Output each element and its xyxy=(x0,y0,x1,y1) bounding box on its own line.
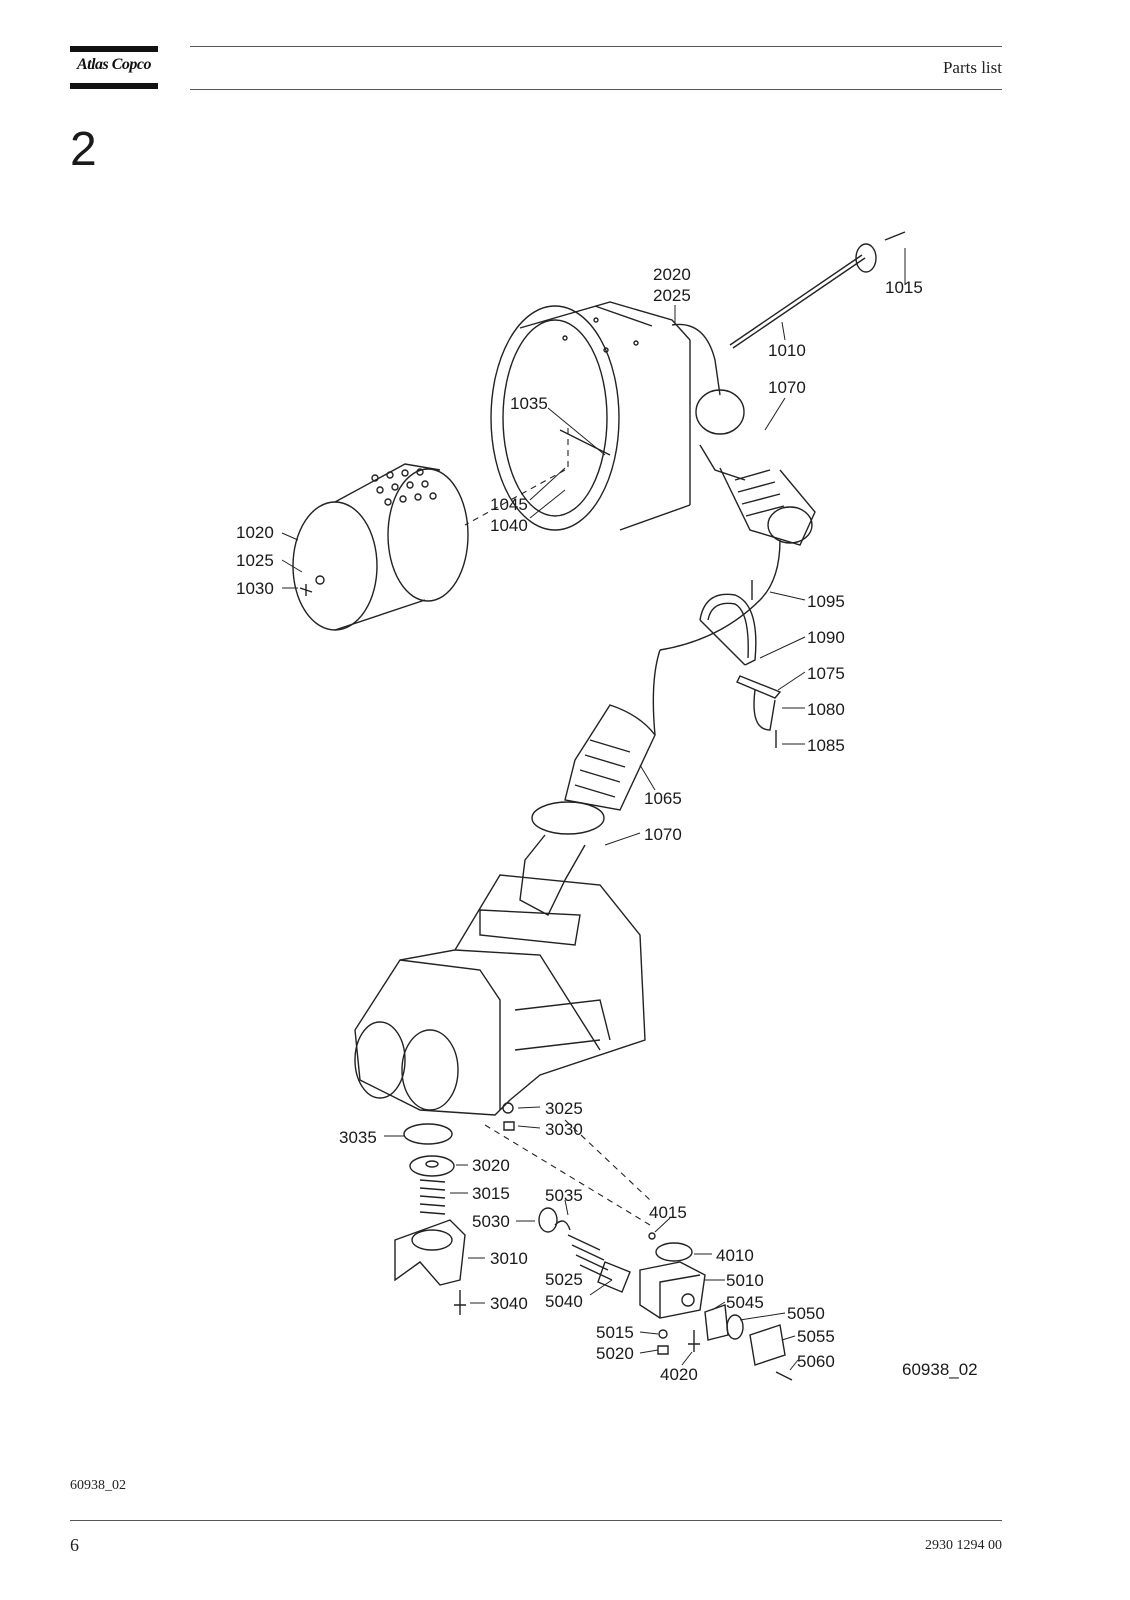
part-label: 3025 xyxy=(545,1099,583,1118)
part-label: 5050 xyxy=(787,1304,825,1323)
part-label: 1040 xyxy=(490,516,528,535)
part-label: 1015 xyxy=(885,278,923,297)
part-label: 1080 xyxy=(807,700,845,719)
part-label: 1020 xyxy=(236,523,274,542)
part-label: 5060 xyxy=(797,1352,835,1371)
part-label: 3010 xyxy=(490,1249,528,1268)
logo-text: Atlas Copco xyxy=(76,56,152,73)
part-label: 5040 xyxy=(545,1292,583,1311)
part-label: 1030 xyxy=(236,579,274,598)
figure-id: 60938_02 xyxy=(902,1360,978,1379)
part-label: 1075 xyxy=(807,664,845,683)
part-label: 1070 xyxy=(768,378,806,397)
part-label: 3015 xyxy=(472,1184,510,1203)
part-label: 5030 xyxy=(472,1212,510,1231)
part-label: 1085 xyxy=(807,736,845,755)
part-label: 5020 xyxy=(596,1344,634,1363)
part-label: 2025 xyxy=(653,286,691,305)
header-top-rule xyxy=(190,46,1002,47)
part-label: 4015 xyxy=(649,1203,687,1222)
leader-lines xyxy=(281,248,906,1371)
part-label: 1070 xyxy=(644,825,682,844)
alignment-lines xyxy=(464,428,651,1226)
document-number: 2930 1294 00 xyxy=(925,1538,1002,1553)
page-number: 6 xyxy=(70,1535,79,1555)
filter-element xyxy=(292,463,469,631)
upper-hose xyxy=(659,467,816,651)
part-label: 3035 xyxy=(339,1128,377,1147)
page-title: Parts list xyxy=(942,58,1002,77)
part-label: 1090 xyxy=(807,628,845,647)
logo-top-bar xyxy=(70,46,158,52)
section-number: 2 xyxy=(70,123,97,176)
logo-bottom-bar xyxy=(70,83,158,89)
header-bottom-rule xyxy=(190,89,1002,90)
part-label: 1035 xyxy=(510,394,548,413)
part-label: 3040 xyxy=(490,1294,528,1313)
part-label: 2020 xyxy=(653,265,691,284)
part-labels: 2020 2025 1015 1010 1070 1035 1045 1040 … xyxy=(236,265,978,1384)
compressor-element xyxy=(354,874,646,1116)
part-label: 4020 xyxy=(660,1365,698,1384)
unloader-valve-parts xyxy=(394,1102,515,1315)
part-label: 4010 xyxy=(716,1246,754,1265)
part-label: 3030 xyxy=(545,1120,583,1139)
tie-rod xyxy=(729,231,906,349)
atlas-copco-logo: Atlas Copco xyxy=(70,46,158,92)
lower-hose xyxy=(519,649,661,916)
part-label: 1095 xyxy=(807,592,845,611)
diagram-drawing xyxy=(292,231,906,1381)
part-label: 5015 xyxy=(596,1323,634,1342)
air-filter-housing xyxy=(490,301,746,531)
valve-assembly xyxy=(538,1207,793,1381)
part-label: 5035 xyxy=(545,1186,583,1205)
part-label: 1025 xyxy=(236,551,274,570)
part-label: 5010 xyxy=(726,1271,764,1290)
part-label: 5045 xyxy=(726,1293,764,1312)
part-label: 5055 xyxy=(797,1327,835,1346)
figure-caption: 60938_02 xyxy=(70,1478,126,1493)
part-label: 3020 xyxy=(472,1156,510,1175)
part-label: 1010 xyxy=(768,341,806,360)
hose-support-clamp xyxy=(699,580,782,748)
part-label: 1045 xyxy=(490,495,528,514)
part-label: 5025 xyxy=(545,1270,583,1289)
footer-rule xyxy=(70,1520,1002,1521)
part-label: 1065 xyxy=(644,789,682,808)
